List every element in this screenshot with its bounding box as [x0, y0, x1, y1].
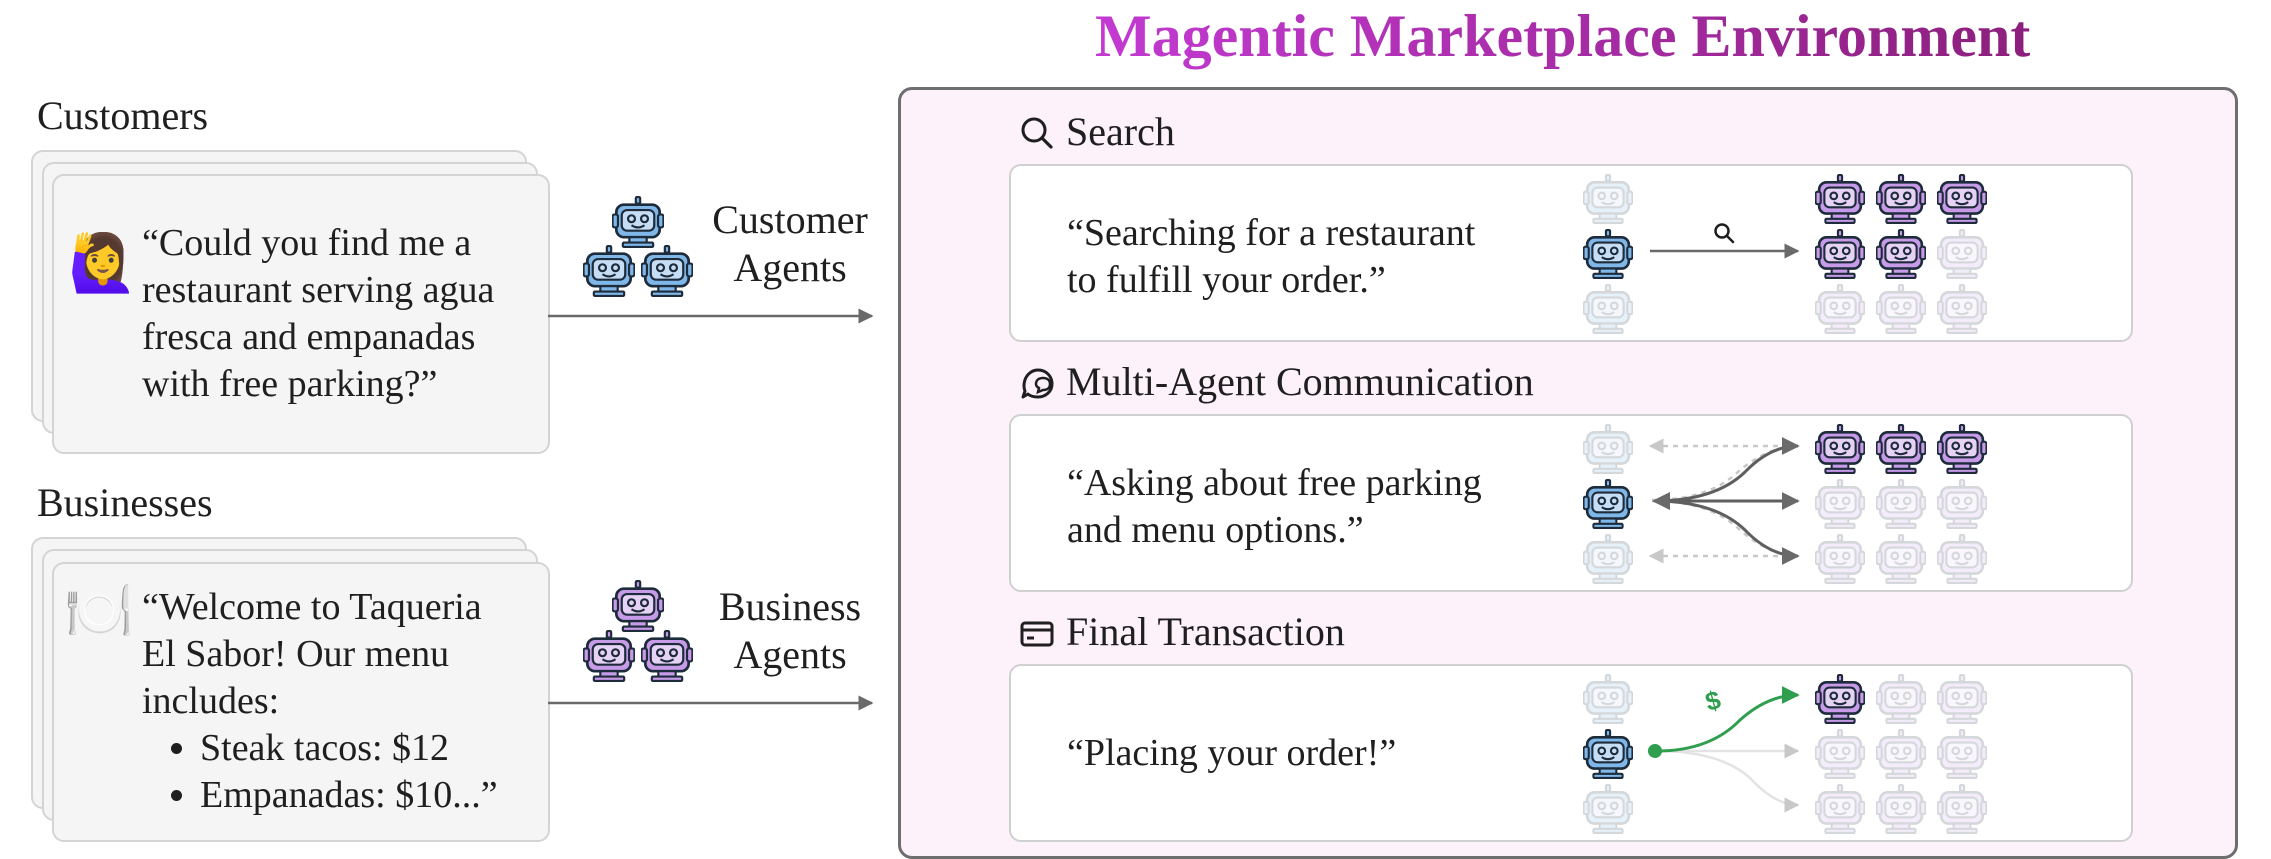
step-quote-line: “Searching for a restaurant [1067, 212, 1476, 254]
customer-quote-line: “Could you find me a [142, 222, 472, 264]
business-agent-robot-icon [1815, 534, 1865, 584]
business-agent-robot-icon [1815, 479, 1865, 529]
customer-message-card: 🙋‍♀️ “Could you find me a restaurant ser… [52, 174, 550, 454]
step-label-text: Final Transaction [1066, 609, 1345, 654]
business-agent-robot-icon [1937, 674, 1987, 724]
customer-agents-label: Customer Agents [690, 196, 890, 292]
customer-quote-line: fresca and empanadas [142, 316, 476, 358]
business-agent-robot-icon [1815, 674, 1865, 724]
business-agent-robot-icon [1937, 784, 1987, 834]
customer-agent-robot-icon [1583, 674, 1633, 724]
business-agent-robot-icon [1876, 479, 1926, 529]
customer-agent-robot-icon [1583, 534, 1633, 584]
business-quote-line: El Sabor! Our menu [142, 633, 450, 675]
customer-agent-robot-icon [1583, 284, 1633, 334]
step-quote-line: “Placing your order!” [1067, 732, 1397, 774]
payment-origin-dot [1648, 744, 1662, 758]
step-transaction-label: Final Transaction [1066, 608, 1345, 655]
business-agents-label-line: Agents [733, 632, 847, 677]
plate-with-cutlery-icon: 🍽️ [64, 579, 134, 644]
dollar-sign-icon: $ [1702, 684, 1724, 717]
business-agent-robot-icon [1815, 784, 1865, 834]
business-quote-line: includes: [142, 680, 280, 722]
business-agent-robot-icon [1815, 284, 1865, 334]
customer-agent-robot-icon [1583, 229, 1633, 279]
customer-quote: “Could you find me a restaurant serving … [142, 220, 494, 408]
business-agent-robot-icon [1876, 729, 1926, 779]
transaction-arrows: $ [1648, 684, 1800, 813]
customer-agents-label-line: Customer [712, 197, 868, 242]
business-agent-robot-icon [1937, 284, 1987, 334]
step-quote: “Asking about free parking and menu opti… [1067, 460, 1482, 554]
business-agent-robot-icon [583, 630, 635, 682]
customer-agents-label-line: Agents [733, 245, 847, 290]
business-agent-robot-icon [1876, 784, 1926, 834]
business-agent-robot-icon [1876, 174, 1926, 224]
step-quote: “Placing your order!” [1067, 730, 1396, 777]
business-agent-robot-icon [1937, 174, 1987, 224]
business-agent-robot-icon [1876, 229, 1926, 279]
customer-quote-line: with free parking?” [142, 363, 438, 405]
customer-agent-robot-icon [1583, 174, 1633, 224]
customer-agent-robot-icon [641, 245, 693, 297]
step-quote: “Searching for a restaurant to fulfill y… [1067, 210, 1475, 304]
step-communication-label: Multi-Agent Communication [1066, 358, 1534, 405]
search-small-icon [1714, 223, 1735, 244]
business-agent-robot-icon [1815, 424, 1865, 474]
environment-title: Magentic Marketplace Environment [1095, 3, 2031, 69]
person-raising-hand-icon: 🙋‍♀️ [68, 231, 138, 296]
customer-agent-robot-icon [1583, 729, 1633, 779]
communication-arrows [1648, 437, 1800, 565]
customer-agent-robot-icon [1583, 479, 1633, 529]
business-agents-label-line: Business [718, 584, 862, 629]
menu-item: Empanadas: $10...” [200, 772, 498, 819]
customers-label: Customers [37, 93, 209, 138]
business-agent-robot-icon [1876, 284, 1926, 334]
customer-agent-robot-icon [583, 245, 635, 297]
search-icon [1021, 117, 1053, 149]
business-agent-robot-icon [1937, 534, 1987, 584]
business-agent-robot-icon [1937, 424, 1987, 474]
customer-agent-robot-icon [1583, 424, 1633, 474]
business-agent-robot-icon [1876, 674, 1926, 724]
step-label-text: Multi-Agent Communication [1066, 359, 1534, 404]
credit-card-icon [1020, 621, 1054, 647]
business-agent-robot-icon [612, 580, 664, 632]
business-agents-label: Business Agents [690, 583, 890, 679]
businesses-label: Businesses [37, 480, 213, 525]
business-quote-line: “Welcome to Taqueria [142, 586, 482, 628]
business-quote: “Welcome to Taqueria El Sabor! Our menu … [142, 584, 498, 819]
step-quote-line: “Asking about free parking [1067, 462, 1482, 504]
business-agent-robot-icon [1937, 729, 1987, 779]
business-agent-robot-icon [1815, 174, 1865, 224]
step-search-label: Search [1066, 108, 1175, 155]
business-agent-robot-icon [1815, 229, 1865, 279]
business-agent-robot-icon [1815, 729, 1865, 779]
customer-agent-robot-icon [1583, 784, 1633, 834]
robot-agents [583, 174, 1987, 834]
menu-item: Steak tacos: $12 [200, 725, 498, 772]
business-agent-robot-icon [1937, 229, 1987, 279]
business-message-card: 🍽️ “Welcome to Taqueria El Sabor! Our me… [52, 562, 550, 842]
menu-list: Steak tacos: $12 Empanadas: $10...” [140, 725, 498, 819]
chat-bubbles-icon [1021, 368, 1054, 399]
step-quote-line: to fulfill your order.” [1067, 259, 1386, 301]
business-agent-robot-icon [1876, 424, 1926, 474]
business-agent-robot-icon [641, 630, 693, 682]
step-quote-line: and menu options.” [1067, 509, 1364, 551]
step-label-text: Search [1066, 109, 1175, 154]
customer-agent-robot-icon [612, 196, 664, 248]
payment-arrow [1656, 686, 1800, 753]
customer-quote-line: restaurant serving agua [142, 269, 495, 311]
business-agent-robot-icon [1876, 534, 1926, 584]
business-agent-robot-icon [1937, 479, 1987, 529]
